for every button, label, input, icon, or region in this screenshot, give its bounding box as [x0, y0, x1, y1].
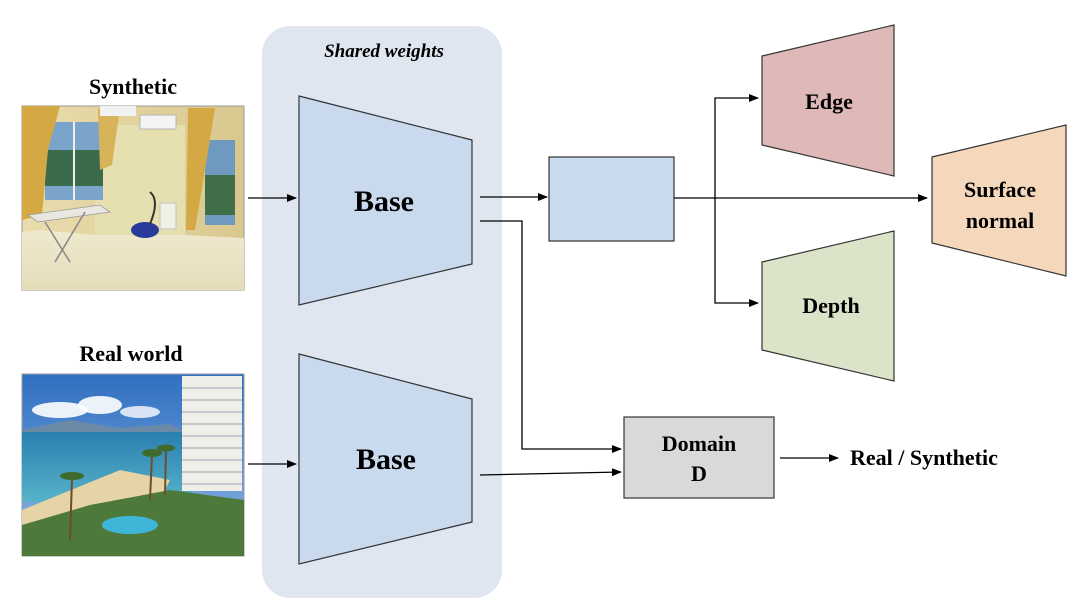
domain-label-line1: Domain: [662, 431, 737, 456]
base-encoder-bottom-label: Base: [356, 443, 416, 476]
arrow-feature-to-edge: [714, 94, 759, 198]
base-encoder-top: [298, 95, 473, 306]
depth-head: [761, 230, 895, 382]
arrow-feature-to-depth: [714, 198, 759, 307]
synthetic-label: Synthetic: [89, 74, 177, 99]
synthetic-image: [21, 105, 245, 291]
domain-discriminator: [623, 416, 775, 499]
surface-normal-head: [931, 124, 1067, 277]
surface-normal-label-line1: Surface: [964, 177, 1036, 202]
surface-normal-label-line2: normal: [966, 208, 1034, 233]
real-world-image: [21, 373, 245, 557]
arrow-base-bottom-to-domain: [479, 468, 622, 477]
depth-head-label: Depth: [802, 293, 859, 318]
base-encoder-top-label: Base: [354, 185, 414, 218]
domain-label-line2: D: [691, 461, 707, 486]
shared-weights-label: Shared weights: [324, 41, 444, 62]
edge-head-label: Edge: [805, 89, 853, 114]
base-encoder-bottom: [298, 353, 473, 565]
arrow-base-top-to-domain: [480, 220, 622, 453]
real-synthetic-output-label: Real / Synthetic: [850, 445, 998, 470]
feature-block: [548, 156, 675, 242]
edge-head: [761, 24, 895, 177]
real-world-label: Real world: [79, 341, 182, 366]
